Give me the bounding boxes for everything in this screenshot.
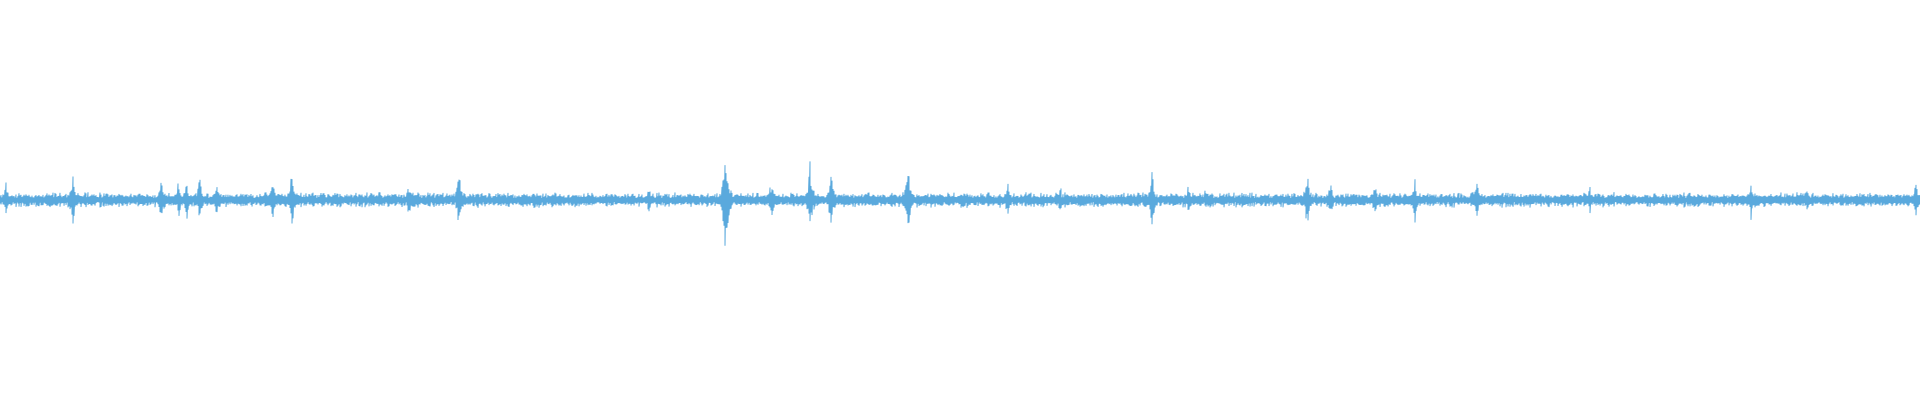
waveform-trace [0, 161, 1920, 246]
